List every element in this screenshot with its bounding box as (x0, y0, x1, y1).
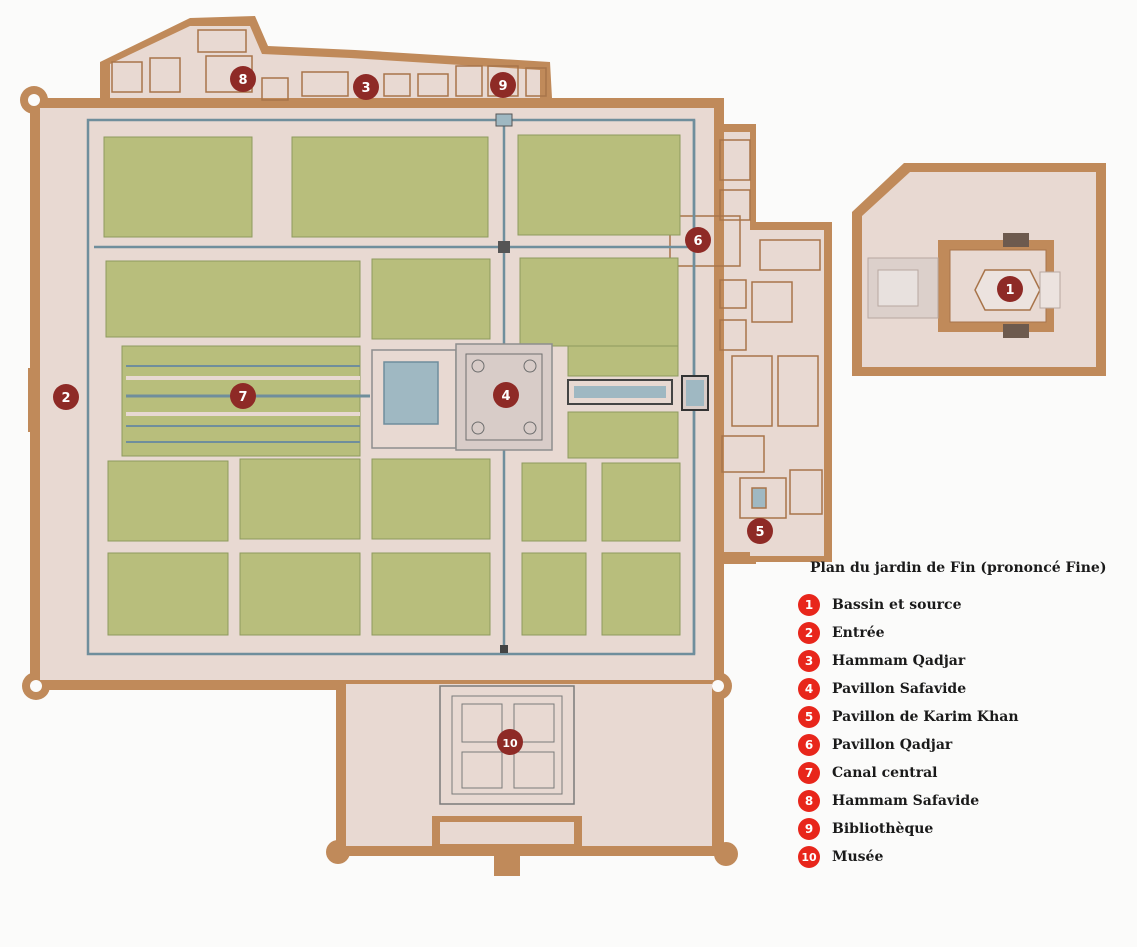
legend-number-badge: 8 (798, 790, 820, 812)
svg-text:5: 5 (755, 525, 764, 540)
legend-number-badge: 3 (798, 650, 820, 672)
legend-title: Plan du jardin de Fin (prononcé Fine) (810, 560, 1107, 576)
svg-text:8: 8 (238, 73, 247, 88)
svg-text:3: 3 (361, 81, 370, 96)
legend-item: 2 Entrée (798, 621, 885, 645)
legend-number-badge: 1 (798, 594, 820, 616)
legend-item: 3 Hammam Qadjar (798, 649, 965, 673)
map-marker-4[interactable]: 4 (493, 382, 519, 408)
legend-number-badge: 6 (798, 734, 820, 756)
legend-item: 9 Bibliothèque (798, 817, 933, 841)
map-marker-3[interactable]: 3 (353, 74, 379, 100)
legend-label: Bassin et source (832, 597, 962, 613)
legend-item: 1 Bassin et source (798, 593, 962, 617)
museum-building (432, 685, 582, 876)
legend-label: Entrée (832, 625, 885, 641)
legend-item: 8 Hammam Safavide (798, 789, 979, 813)
legend-item: 7 Canal central (798, 761, 938, 785)
map-markers: 1 2 3 4 5 6 7 8 9 10 (53, 66, 1023, 755)
legend-item: 5 Pavillon de Karim Khan (798, 705, 1019, 729)
legend-item: 10 Musée (798, 845, 883, 869)
map-marker-5[interactable]: 5 (747, 518, 773, 544)
east-rooms (669, 139, 823, 519)
svg-text:7: 7 (238, 390, 247, 405)
map-marker-10[interactable]: 10 (497, 729, 523, 755)
safavid-pavilion-complex (371, 343, 709, 451)
legend-label: Hammam Qadjar (832, 653, 966, 669)
svg-text:1: 1 (1005, 283, 1014, 298)
legend-number-badge: 2 (798, 622, 820, 644)
north-rooms (111, 29, 547, 101)
legend-number-badge: 10 (798, 846, 820, 868)
legend-item: 4 Pavillon Safavide (798, 677, 966, 701)
legend-number-badge: 4 (798, 678, 820, 700)
svg-text:2: 2 (61, 391, 70, 406)
legend-item: 6 Pavillon Qadjar (798, 733, 952, 757)
legend-label: Bibliothèque (832, 821, 934, 837)
legend-number-badge: 9 (798, 818, 820, 840)
map-marker-1[interactable]: 1 (997, 276, 1023, 302)
legend-label: Pavillon Safavide (832, 681, 967, 697)
map-marker-2[interactable]: 2 (53, 384, 79, 410)
legend-label: Hammam Safavide (832, 793, 980, 809)
map-marker-6[interactable]: 6 (685, 227, 711, 253)
map-marker-8[interactable]: 8 (230, 66, 256, 92)
legend-number-badge: 5 (798, 706, 820, 728)
legend-label: Musée (832, 849, 884, 865)
legend-label: Canal central (832, 765, 938, 781)
legend-label: Pavillon Qadjar (832, 737, 953, 753)
svg-text:4: 4 (501, 389, 510, 404)
svg-text:6: 6 (693, 234, 702, 249)
svg-text:10: 10 (502, 737, 518, 750)
legend-label: Pavillon de Karim Khan (832, 709, 1019, 725)
legend-number-badge: 7 (798, 762, 820, 784)
garden-lawns (103, 134, 681, 636)
map-marker-9[interactable]: 9 (490, 72, 516, 98)
map-marker-7[interactable]: 7 (230, 383, 256, 409)
svg-text:9: 9 (498, 79, 507, 94)
annex-spring-building (852, 163, 1106, 376)
